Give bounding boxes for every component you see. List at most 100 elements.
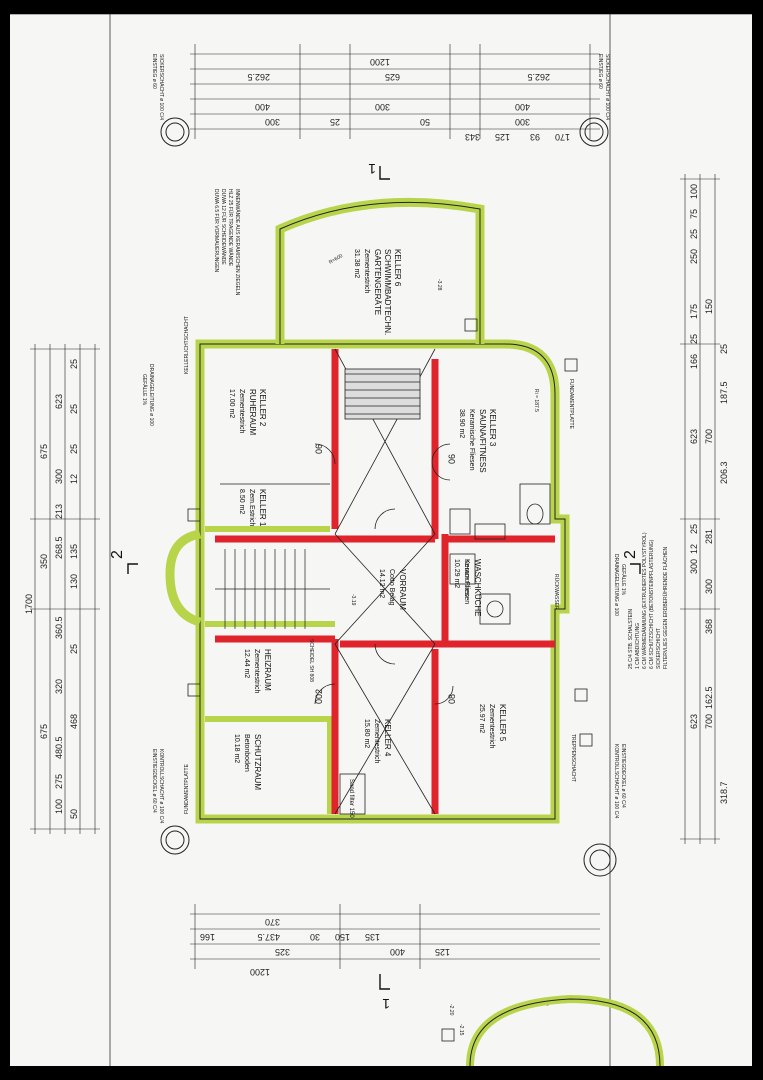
keller2-name: KELLER 2: [258, 389, 267, 427]
dim-bottom-s3: 125: [435, 947, 450, 957]
room-label-keller6: KELLER 6 SCHWIMMBADTECHN. GARTENGERÄTE Z…: [353, 249, 402, 335]
keller6-use2: GARTENGERÄTE: [373, 249, 382, 315]
room-label-schutzraum: SCHUTZRAUM Betonboden 10.18 m2: [233, 734, 262, 790]
dim-top-a: 625: [385, 72, 400, 82]
einstieg-label-2: EINSTIEG ø 60: [597, 54, 603, 89]
dim-right-8: 368: [704, 619, 714, 634]
note-aufbau6: FILTERVLIES GEGEN ERDBERÜHRENDE FLÄCHEN: [662, 547, 669, 669]
sickerschacht-top: [160, 117, 609, 147]
lichtschacht-label: KELLERLICHTSCHACHT: [184, 316, 190, 374]
room-label-keller4: KELLER 4 Zementestrich 15.80 m2: [363, 719, 392, 763]
level-3: -3.28: [436, 279, 442, 291]
dim-right-2: 175: [689, 304, 699, 319]
dim-right-s8: 318.7: [719, 781, 729, 804]
section-markers: [127, 166, 641, 990]
layer-notes: 25 C/4 STB. SCHALSTEIN 1 CM ABDICHTUNG 6…: [628, 532, 669, 669]
dim-right-s4: 166: [689, 354, 699, 369]
dim-top-r1-1: 300: [375, 102, 390, 112]
dim-left-4: 360.5: [54, 616, 64, 639]
vorraum-floor: Cotto Belag: [388, 569, 395, 606]
heizraum-area: 12.44 m2: [243, 649, 250, 678]
keller4-floor: Zementestrich: [373, 719, 380, 763]
keller2-use: RUHERAUM: [248, 389, 257, 436]
dim-right-s0: 75: [689, 209, 699, 219]
dim-left-6: 468: [69, 714, 79, 729]
bottom-dimension-texts: 370 437.5 325 400 135 150 30 1200 166 12…: [200, 917, 550, 1007]
kontrollschacht-circles: [160, 825, 617, 877]
dim-right-s7: 162.5: [704, 686, 714, 709]
schutzraum-name: SCHUTZRAUM: [253, 734, 262, 790]
dim-left-c: 675: [39, 724, 49, 739]
dim-top-r3-0: 343: [465, 132, 480, 142]
dim-top-b: 262.5: [247, 72, 270, 82]
keller3-area: 38.90 m2: [458, 409, 465, 438]
dim-bottom-4: 30: [310, 932, 320, 942]
dim-left-3: 268.5: [54, 536, 64, 559]
keller2-floor: Zementestrich: [238, 389, 245, 433]
keller6-stair-hatch: [344, 368, 421, 420]
dim-right-s9: 206.3: [719, 461, 729, 484]
dim-right-7: 300: [704, 579, 714, 594]
dim-top-r2-0: 300: [265, 117, 280, 127]
schutzraum-floor: Betonboden: [243, 734, 250, 772]
keller2-area: 17.00 m2: [228, 389, 235, 418]
dim-bottom-b: 370: [265, 917, 280, 927]
dim-bottom-2: 135: [365, 932, 380, 942]
level-0: -3.19: [350, 594, 356, 606]
note-aufbau5: SICKERSCHICHT: [656, 628, 662, 669]
heizraum-floor: Zementestrich: [253, 649, 260, 693]
dim-top-r2-3: 300: [515, 117, 530, 127]
section-label-right: 2: [622, 550, 639, 559]
dim-left-s6: 25: [69, 644, 79, 654]
sickerschacht-label-1: SICKERSCHACHT ø 100 C/4: [158, 54, 164, 120]
room-label-vorraum: VORRAUM Cotto Belag 14.12 m2: [378, 569, 407, 610]
waschkueche-name: WASCHKÜCHE: [473, 559, 482, 616]
dim-left-s7: 50: [69, 809, 79, 819]
ruckwasser-label: RÜCKWASSER: [553, 574, 560, 610]
keller1-name: KELLER 1: [258, 489, 267, 527]
bottom-curve-wall: [466, 994, 664, 1066]
dim-left-0: 623: [54, 394, 64, 409]
keller1-floor: Zem.Estrich: [248, 489, 255, 526]
dim-top-r1-0: 400: [255, 102, 270, 112]
dim-left-8: 275: [54, 774, 64, 789]
exterior-walls: [165, 197, 664, 1066]
gefaelle-label-left: GEFÄLLE 1%: [141, 374, 148, 406]
right-dimension-texts: 100 250 175 623 700 300 281 300 368 623 …: [689, 184, 729, 804]
dim-right-6: 281: [704, 529, 714, 544]
level-1: -2.20: [448, 1004, 454, 1016]
keller6-area: 31.38 m2: [353, 249, 360, 278]
room-label-waschkueche: WASCHKÜCHE Keram.Fliesen 10.29 m2: [453, 559, 482, 616]
note-innenwaende: INNENWÄNDE AUS KERAMISCHEN ZIEGELN: [234, 189, 241, 296]
keller6-use: SCHWIMMBADTECHN.: [383, 249, 392, 335]
dim-top-c: 262.5: [527, 72, 550, 82]
dim-top-total: 1200: [370, 57, 390, 67]
right-dimension-lines: [680, 174, 720, 844]
drainage-label-right: DRAINAGELEITUNG ø 100: [613, 554, 619, 616]
dim-bottom-0: 325: [275, 947, 290, 957]
dim-right-s3: 25: [689, 334, 699, 344]
door-label-002: 002: [314, 689, 324, 704]
wall-notes: INNENWÄNDE AUS KERAMISCHEN ZIEGELN HLZ 2…: [213, 189, 241, 296]
dim-top-r3-1: 125: [495, 132, 510, 142]
dim-left-s5: 130: [69, 574, 79, 589]
dim-right-0: 100: [689, 184, 699, 199]
dim-right-5: 300: [689, 559, 699, 574]
keller1-area: 8.50 m2: [238, 489, 245, 514]
dim-right-3: 623: [689, 429, 699, 444]
note-aufbau3: 6 CM WÄRMEDÄMMUNG (EXTRUDIERTES POLYSTYR…: [641, 532, 648, 669]
note-aufbau4: 6 CM SCHUTZSCHICHT (BETONSTEINPFLASTERUN…: [649, 539, 655, 669]
bottom-dimension-lines: [190, 904, 600, 969]
schacht-label: SCHACHT 28/50: [463, 559, 469, 597]
einstieg-label-1: EINSTIEG ø 60: [151, 54, 157, 89]
dim-left-b: 350: [39, 554, 49, 569]
room-label-keller5: KELLER 5 Zementestrich 25.97 m2: [478, 704, 507, 748]
keller6-floor: Zementestrich: [363, 249, 370, 293]
dim-left-a: 675: [39, 444, 49, 459]
top-dimension-lines: [190, 44, 600, 139]
note-duwa65: DUWA 6.5 FÜR VORMAUERUNGEN: [213, 189, 220, 273]
note-aufbau1: 25 C/4 STB. SCHALSTEIN: [628, 609, 634, 669]
vorraum-area: 14.12 m2: [378, 569, 385, 598]
fundament-label-left: FUNDAMENTPLATTE: [184, 763, 190, 814]
top-dimension-texts: 1200 625 262.5 262.5 400 300 400 300 25 …: [247, 57, 570, 142]
